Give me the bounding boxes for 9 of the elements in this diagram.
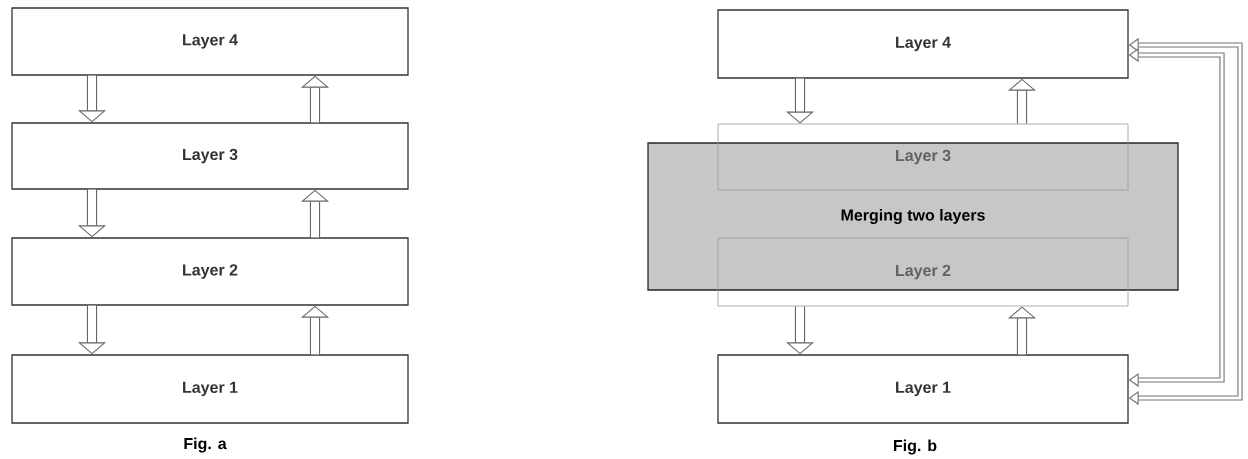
layer-box: Layer 1 — [11, 354, 409, 424]
layer-box: Layer 3 — [11, 122, 409, 190]
layer-box: Layer 1 — [717, 354, 1129, 424]
layer-box: Layer 3 — [717, 123, 1129, 191]
figure-label: Fig. b — [894, 439, 937, 455]
layer-box: Layer 2 — [717, 237, 1129, 307]
layer-box: Layer 4 — [717, 9, 1129, 79]
layer-box: Layer 4 — [11, 7, 409, 76]
layer-box: Layer 2 — [11, 237, 409, 306]
